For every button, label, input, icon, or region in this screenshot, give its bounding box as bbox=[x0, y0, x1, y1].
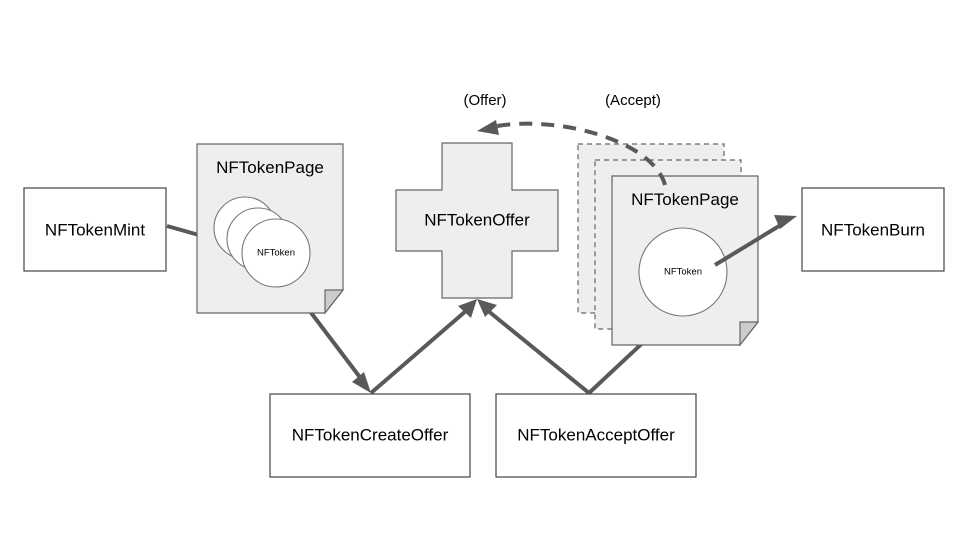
node-nftokenpage-left[interactable]: NFTokenPage NFToken bbox=[196, 143, 345, 315]
nftoken-circle-front bbox=[241, 218, 311, 288]
node-nftokenacceptoffer[interactable]: NFTokenAcceptOffer bbox=[495, 393, 697, 478]
edge-accept-to-offer-arc bbox=[477, 120, 667, 186]
node-nftokencreateoffer[interactable]: NFTokenCreateOffer bbox=[269, 393, 471, 478]
edge-label-accept: (Accept) bbox=[605, 92, 661, 109]
nftokenburn-label: NFTokenBurn bbox=[821, 220, 925, 239]
node-nftokenpage-right-front[interactable]: NFTokenPage NFToken bbox=[611, 175, 760, 347]
edge-acceptoffer-to-offer bbox=[477, 299, 591, 395]
edge-label-offer: (Offer) bbox=[463, 92, 506, 109]
nftoken-circle-right bbox=[638, 227, 728, 317]
nftoken-left-label: NFToken bbox=[257, 248, 295, 259]
nftokenacceptoffer-label: NFTokenAcceptOffer bbox=[517, 425, 675, 444]
nftokenpage-right-front-label: NFTokenPage bbox=[631, 190, 739, 209]
nftokenoffer-label: NFTokenOffer bbox=[424, 210, 530, 229]
nftokencreateoffer-label: NFTokenCreateOffer bbox=[292, 425, 449, 444]
node-nftokenmint[interactable]: NFTokenMint bbox=[23, 187, 167, 272]
edge-createoffer-to-offer bbox=[369, 299, 477, 395]
nftokenmint-label: NFTokenMint bbox=[45, 220, 145, 239]
node-nftokenoffer[interactable]: NFTokenOffer bbox=[395, 142, 559, 299]
nftoken-right-label: NFToken bbox=[664, 267, 702, 278]
edge-page-to-burn bbox=[713, 215, 797, 267]
node-nftokenburn[interactable]: NFTokenBurn bbox=[801, 187, 945, 272]
nftokenpage-left-label: NFTokenPage bbox=[216, 158, 324, 177]
